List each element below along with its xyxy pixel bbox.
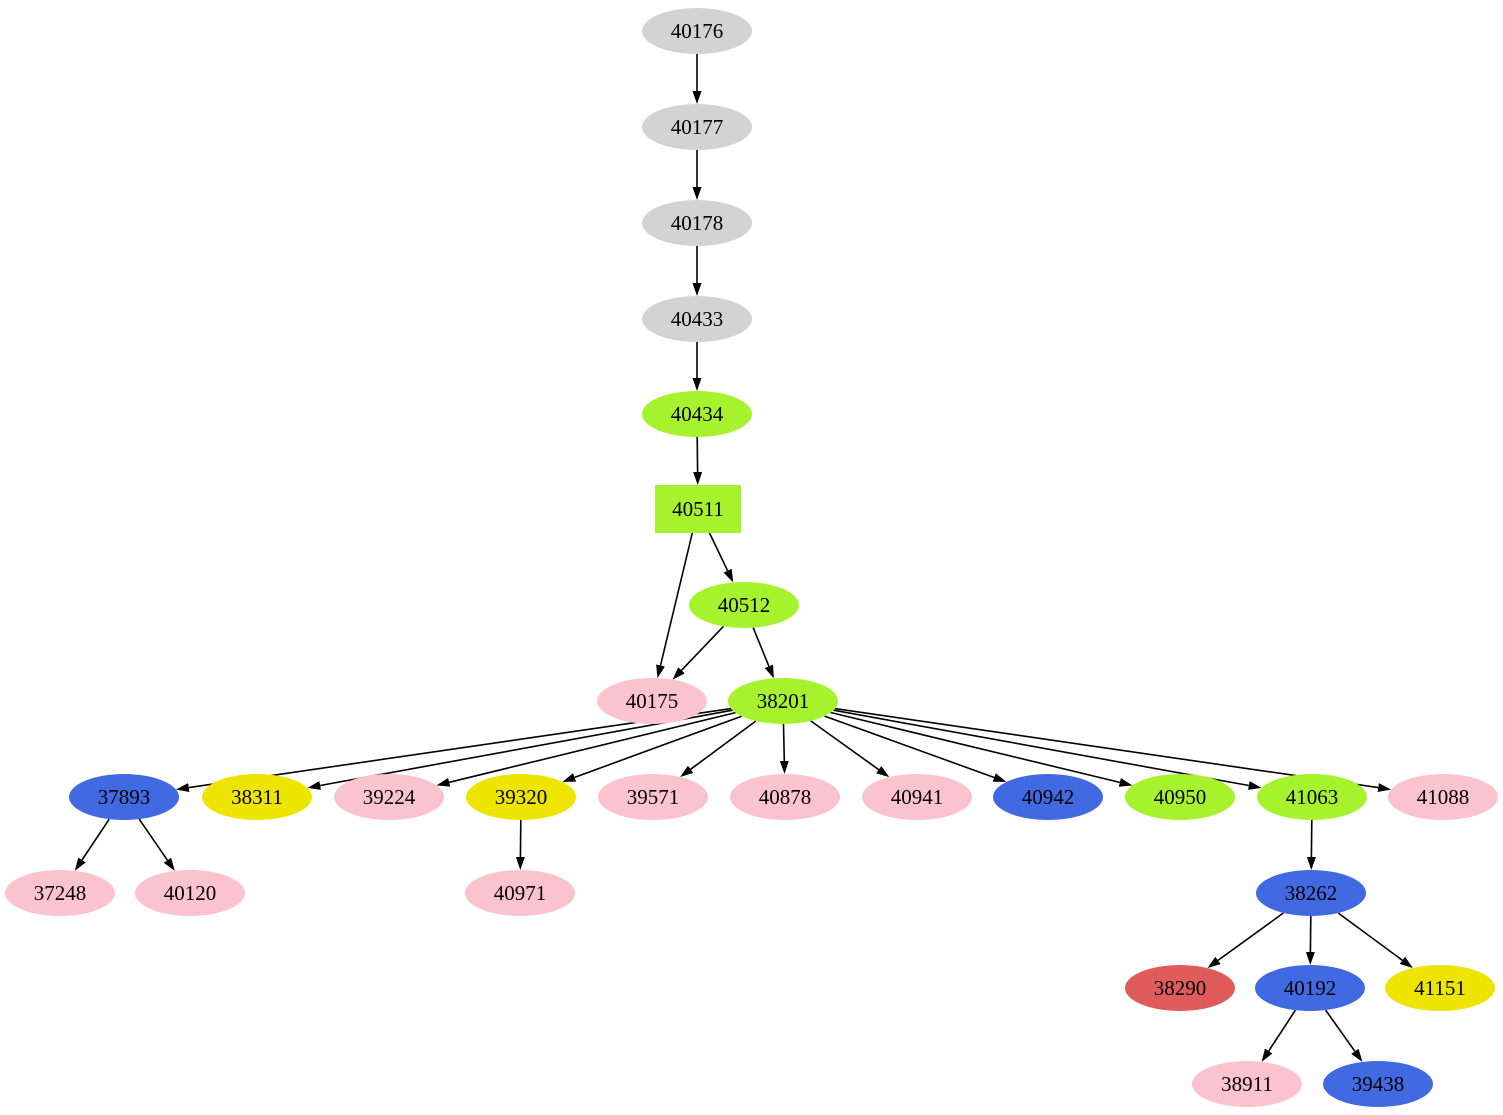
edge-40512-40175 [672,625,725,680]
edge-37893-37248 [74,818,110,871]
graph-node-40120 [135,870,245,916]
edge-38201-39224 [436,711,736,787]
edge-40192-38911 [1261,1009,1297,1062]
node-label-39438: 39438 [1352,1072,1405,1096]
graph-node-40177 [642,104,752,150]
graph-node-40878 [730,774,840,820]
node-label-39224: 39224 [363,785,416,809]
edge-38201-40941 [810,720,890,778]
node-label-40942: 40942 [1022,785,1075,809]
edge-38201-40942 [824,715,1007,782]
node-label-40971: 40971 [494,881,547,905]
graph-node-39438 [1323,1061,1433,1107]
graph-node-40434 [642,391,752,437]
node-label-40192: 40192 [1284,976,1337,1000]
graph-node-38201 [728,678,838,724]
edge-38201-41063 [833,709,1262,790]
node-label-38311: 38311 [231,785,283,809]
graph-node-37893 [69,774,179,820]
node-label-38290: 38290 [1154,976,1207,1000]
graph-node-39571 [598,774,708,820]
graph-node-40511 [655,485,741,533]
node-label-39571: 39571 [627,785,680,809]
graph-node-38911 [1192,1061,1302,1107]
node-label-37248: 37248 [34,881,87,905]
node-label-40177: 40177 [671,115,724,139]
edge-40511-40175 [656,532,694,679]
node-label-40512: 40512 [718,593,771,617]
node-label-38201: 38201 [757,689,810,713]
node-label-40434: 40434 [671,402,724,426]
edge-38201-39571 [680,720,757,778]
graph-node-41151 [1385,965,1495,1011]
edge-38201-41088 [834,707,1392,793]
graph-node-39224 [334,774,444,820]
graph-node-40178 [642,200,752,246]
edge-38262-38290 [1207,912,1284,969]
node-label-40175: 40175 [626,689,679,713]
graph-node-40512 [689,582,799,628]
edge-40512-38201 [752,627,774,679]
graph-node-37248 [5,870,115,916]
edge-38201-40878 [779,723,789,774]
edge-40511-40512 [708,532,734,583]
edge-38201-40950 [830,711,1133,787]
node-label-38262: 38262 [1285,881,1338,905]
node-label-40120: 40120 [164,881,217,905]
node-label-40176: 40176 [671,19,724,43]
graph-node-38262 [1256,870,1366,916]
node-label-41151: 41151 [1414,976,1466,1000]
node-label-40433: 40433 [671,307,724,331]
node-label-37893: 37893 [98,785,151,809]
node-label-40511: 40511 [672,497,724,521]
node-label-39320: 39320 [495,785,548,809]
graph-node-40433 [642,296,752,342]
graph-node-40942 [993,774,1103,820]
graph-node-40941 [862,774,972,820]
node-label-38911: 38911 [1221,1072,1273,1096]
graph-node-40176 [642,8,752,54]
edges-layer [74,54,1413,1062]
graph-node-38311 [202,774,312,820]
graph-node-40175 [597,678,707,724]
edge-37893-40120 [138,818,175,871]
graph-node-39320 [466,774,576,820]
edge-38201-39320 [562,715,742,782]
graph-node-40950 [1125,774,1235,820]
node-label-41063: 41063 [1286,785,1339,809]
graph-node-38290 [1125,965,1235,1011]
node-label-40178: 40178 [671,211,724,235]
nodes-layer: 40176 40177 40178 40433 40434 40511 40512 40175… [5,8,1498,1107]
graph-node-40971 [465,870,575,916]
node-label-40941: 40941 [891,785,944,809]
edge-38262-41151 [1337,912,1413,969]
graph-node-41063 [1257,774,1367,820]
node-label-40878: 40878 [759,785,812,809]
node-label-40950: 40950 [1154,785,1207,809]
graph-node-41088 [1388,774,1498,820]
edge-40192-39438 [1324,1009,1363,1062]
node-label-41088: 41088 [1417,785,1470,809]
graph-node-40192 [1255,965,1365,1011]
